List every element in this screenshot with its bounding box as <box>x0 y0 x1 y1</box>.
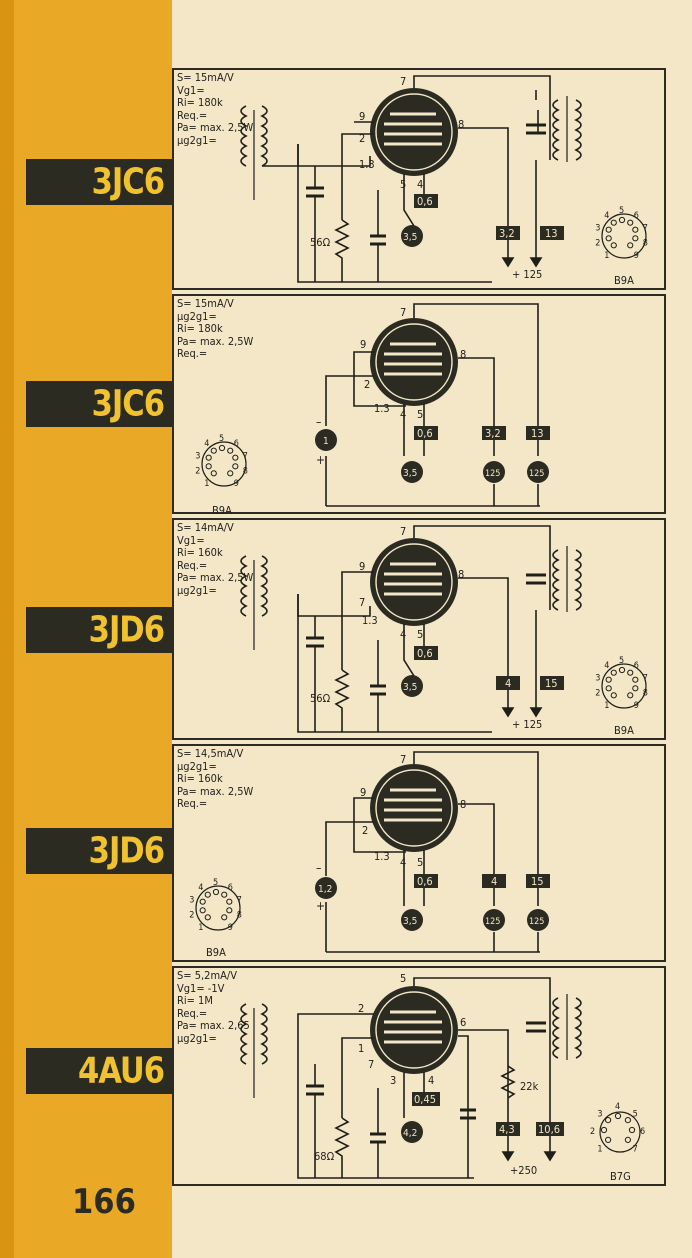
spec-line: Ri= 180k <box>177 96 223 109</box>
tube-type-text: 3JC6 <box>91 383 165 425</box>
spec-line: Req.= <box>177 347 208 360</box>
circuit-panel-4: S= 14,5mA/V μg2g1= Ri= 160k Pa= max. 2,5… <box>172 744 666 962</box>
spec-line: Req.= <box>177 1006 208 1020</box>
circuit-panel-1: S= 15mA/V Vg1= Ri= 180k Req.= Pa= max. 2… <box>172 68 666 290</box>
circuit-panel-3: S= 14mA/V Vg1= Ri= 160k Req.= Pa= max. 2… <box>172 518 666 740</box>
spec-line: μg2g1= <box>177 759 217 773</box>
spec-list: S= 14mA/V Vg1= Ri= 160k Req.= Pa= max. 2… <box>177 521 254 597</box>
circuit-diagram <box>240 977 641 1179</box>
tube-type-text: 4AU6 <box>77 1050 165 1092</box>
spec-list: S= 14,5mA/V μg2g1= Ri= 160k Pa= max. 2,5… <box>177 747 254 811</box>
spec-line: Vg1= -1V <box>177 981 225 995</box>
spec-line: μg2g1= <box>177 133 217 147</box>
spec-line: μg2g1= <box>177 309 217 323</box>
spec-line: Ri= 180k <box>177 322 223 335</box>
tube-envelope-icon <box>370 318 458 406</box>
spec-line: S= 15mA/V <box>177 297 234 310</box>
tube-envelope-icon <box>370 88 458 176</box>
spec-line: Pa= max. 2,5W <box>177 571 254 584</box>
tube-envelope-icon <box>370 764 458 852</box>
circuit-panel-2: S= 15mA/V μg2g1= Ri= 180k Pa= max. 2,5W … <box>172 294 666 516</box>
spec-line: S= 14,5mA/V <box>177 747 244 760</box>
tube-label-3jd6: 3JD6 <box>26 607 172 653</box>
tube-label-3jc6: 3JC6 <box>26 159 172 205</box>
circuit-panel-5: S= 5,2mA/V Vg1= -1V Ri= 1M Req.= Pa= max… <box>172 966 666 1186</box>
spec-line: Ri= 160k <box>177 772 223 785</box>
spec-line: μg2g1= <box>177 1031 217 1045</box>
spec-line: μg2g1= <box>177 583 217 597</box>
tube-envelope-icon <box>370 538 458 626</box>
spec-line: Req.= <box>177 108 208 122</box>
tube-label-3jd6-b: 3JD6 <box>26 828 172 874</box>
page-number: 166 <box>72 1182 136 1222</box>
spec-list: S= 5,2mA/V Vg1= -1V Ri= 1M Req.= Pa= max… <box>177 969 250 1045</box>
spec-list: S= 15mA/V Vg1= Ri= 180k Req.= Pa= max. 2… <box>177 71 254 147</box>
spec-list: S= 15mA/V μg2g1= Ri= 180k Pa= max. 2,5W … <box>177 297 254 361</box>
spec-line: Pa= max. 2,65 <box>177 1019 250 1032</box>
circuit-diagram <box>240 525 647 733</box>
tube-type-text: 3JD6 <box>88 830 165 872</box>
spec-line: Pa= max. 2,5W <box>177 334 254 348</box>
spec-line: S= 15mA/V <box>177 71 234 84</box>
spec-line: Pa= max. 2,5W <box>177 784 254 798</box>
circuit-diagram <box>240 75 647 283</box>
spec-line: Req.= <box>177 797 208 810</box>
spec-line: Vg1= <box>177 533 205 547</box>
spec-line: Ri= 1M <box>177 994 213 1007</box>
spec-line: Ri= 160k <box>177 546 223 559</box>
circuit-diagram <box>195 751 540 953</box>
tube-label-3jc6-b: 3JC6 <box>26 381 172 427</box>
tube-envelope-icon <box>370 986 458 1074</box>
tube-label-4au6: 4AU6 <box>26 1048 172 1094</box>
spec-line: Pa= max. 2,5W <box>177 121 254 134</box>
spec-line: Req.= <box>177 558 208 572</box>
spec-line: S= 5,2mA/V <box>177 969 237 982</box>
tube-type-text: 3JD6 <box>88 609 165 651</box>
tube-type-text: 3JC6 <box>91 161 165 203</box>
spec-line: Vg1= <box>177 83 205 97</box>
spec-line: S= 14mA/V <box>177 521 234 534</box>
